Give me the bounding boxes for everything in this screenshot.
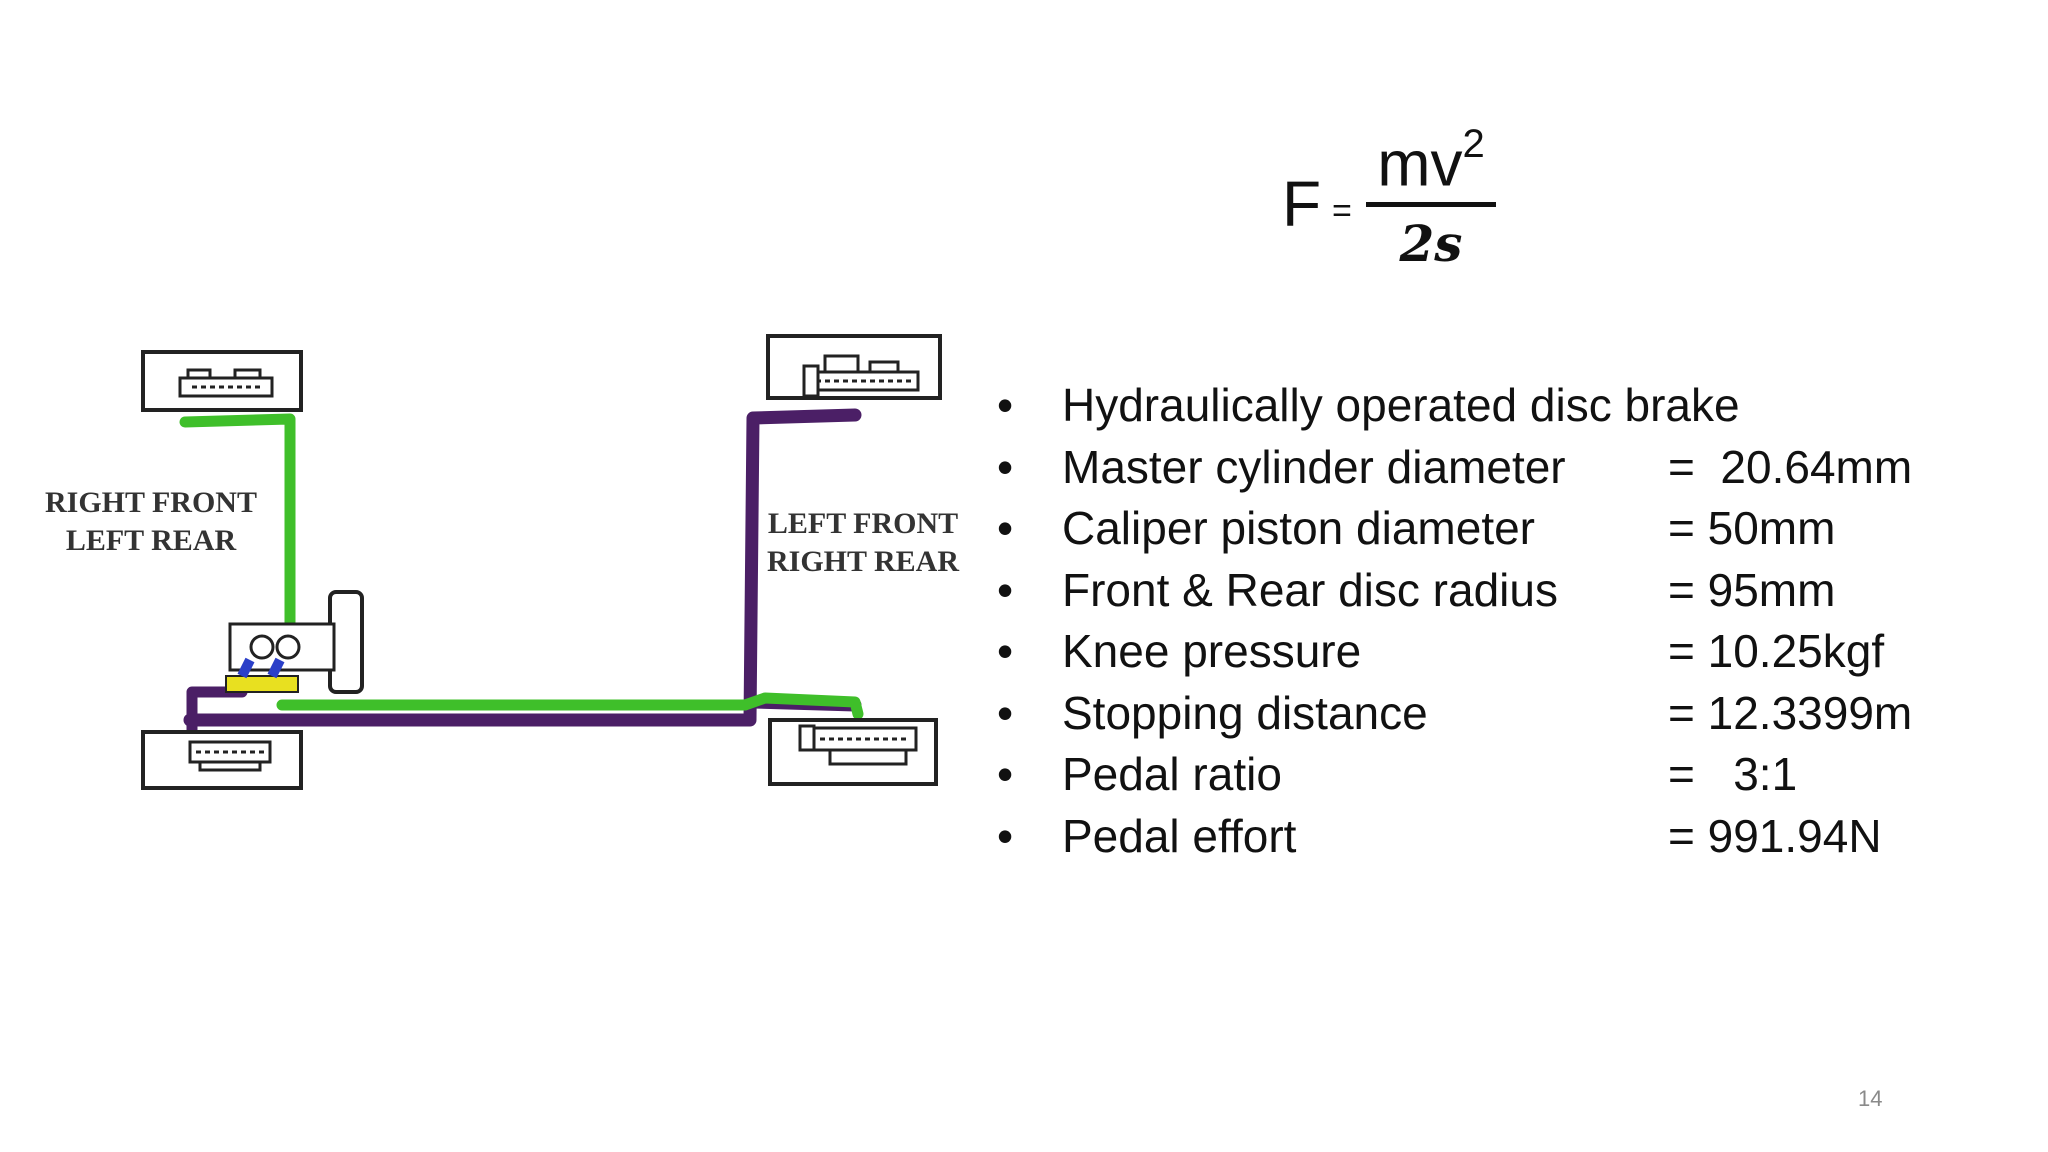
bullet-icon: • (996, 748, 1014, 800)
spec-value: = 20.64mm (1668, 440, 1913, 493)
spec-value: = 991.94N (1668, 809, 1882, 862)
spec-item: • Pedal ratio = 3:1 (990, 744, 2010, 806)
spec-label: Knee pressure (1062, 625, 1362, 677)
label-left-rear: LEFT REAR (66, 524, 237, 557)
label-right-front: RIGHT FRONT (45, 486, 257, 519)
bullet-icon: • (996, 563, 1014, 616)
spec-label: Master cylinder diameter (1062, 440, 1566, 493)
spec-value: = 3:1 (1668, 748, 1798, 800)
spec-item: • Knee pressure = 10.25kgf (990, 621, 2010, 683)
spec-list: • Hydraulically operated disc brake • Mast… (990, 375, 2010, 867)
spec-item: • Front & Rear disc radius = 95mm (990, 560, 2010, 622)
spec-item: • Caliper piston diameter = 50mm (990, 498, 2010, 560)
spec-item: • Hydraulically operated disc brake (990, 375, 2010, 437)
spec-label: Caliper piston diameter (1062, 502, 1536, 554)
bullet-icon: • (996, 625, 1014, 677)
label-right-rear: RIGHT REAR (767, 545, 959, 578)
spec-label: Stopping distance (1062, 686, 1428, 739)
spec-label: Hydraulically operated disc brake (1062, 379, 1740, 431)
caliper-right-rear (768, 718, 938, 786)
spec-label: Pedal effort (1062, 809, 1297, 862)
bullet-icon: • (996, 502, 1014, 554)
caliper-right-front (141, 350, 303, 412)
spec-item: • Pedal effort = 991.94N (990, 806, 2010, 868)
master-cylinder (225, 590, 364, 694)
caliper-left-front (766, 334, 942, 400)
bullet-icon: • (996, 440, 1014, 493)
caliper-left-rear (141, 730, 303, 790)
formula-numerator-text: mv (1377, 127, 1463, 200)
spec-value: = 95mm (1668, 563, 1836, 616)
master-cylinder-port-icon (275, 634, 301, 660)
green-line-to-right-rear (276, 692, 864, 720)
spec-value: = 50mm (1668, 502, 1836, 554)
green-line-to-right-front (179, 413, 296, 652)
spec-item: • Master cylinder diameter = 20.64mm (990, 437, 2010, 499)
formula-numerator: mv2 (1366, 118, 1496, 195)
valve-fittings (237, 657, 285, 679)
proportioning-valve (225, 675, 299, 693)
formula: F = mv2 2s (1270, 110, 1530, 280)
spec-label: Front & Rear disc radius (1062, 563, 1558, 616)
fraction-bar (1366, 202, 1496, 207)
purple-line-to-left-front (183, 408, 862, 727)
formula-exponent: 2 (1462, 122, 1485, 166)
spec-value: = 12.3399m (1668, 686, 1913, 739)
spec-item: • Stopping distance = 12.3399m (990, 683, 2010, 745)
formula-denominator: 2s (1399, 214, 1463, 273)
bullet-icon: • (996, 809, 1014, 862)
bullet-icon: • (996, 379, 1014, 431)
master-cylinder-port-icon (249, 634, 275, 660)
bullet-icon: • (996, 686, 1014, 739)
spec-value: = 10.25kgf (1668, 625, 1885, 677)
page-number: 14 (1858, 1086, 1883, 1111)
formula-equals: = (1332, 192, 1352, 230)
brake-circuit-diagram: RIGHT FRONT LEFT REAR LEFT FRONT RIGHT R… (45, 334, 959, 790)
spec-label: Pedal ratio (1062, 748, 1282, 800)
label-left-front: LEFT FRONT (768, 507, 958, 540)
formula-lhs: F (1282, 168, 1322, 240)
